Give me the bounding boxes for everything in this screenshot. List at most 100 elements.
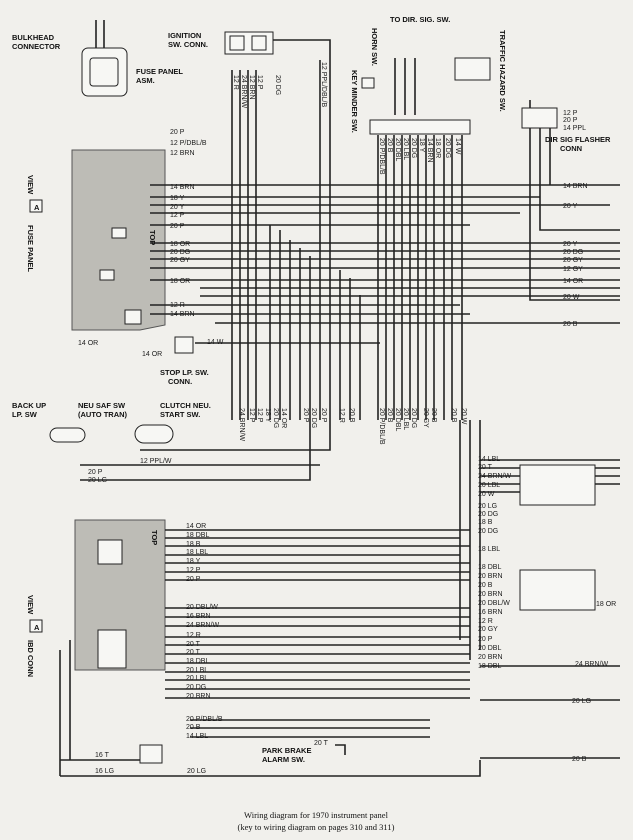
wire-label: 12 GY <box>563 266 583 273</box>
wire-label: 20 DG <box>170 249 190 256</box>
wire-label: 20 B <box>478 582 493 589</box>
wire-label: 18 B <box>478 519 493 526</box>
wire-label: 20 P <box>563 117 578 124</box>
wire-label: 12 P/DBL/B <box>170 140 207 147</box>
wire-label: 20 LG <box>187 768 206 775</box>
wire-label: 20 BRN <box>186 693 211 700</box>
wire-label: 12 BRN <box>170 150 195 157</box>
wire-harness <box>59 39 620 777</box>
wire-label: 18 OR <box>434 138 441 158</box>
horn-switch-label: HORN SW. <box>370 28 379 66</box>
wire-label: 20 GY <box>563 257 583 264</box>
wire-label: 12 PPL/W <box>140 458 172 465</box>
wire-label: 12 R <box>338 408 345 423</box>
wire-label: 12 P <box>186 567 201 574</box>
wire-label: 20 P <box>320 408 327 423</box>
view-a-badge-ibd: A <box>29 619 43 633</box>
wire-label: 20 LG <box>88 477 107 484</box>
wire-label: 12 R <box>186 632 201 639</box>
traffic-hazard-label: TRAFFIC HAZARD SW. <box>498 30 507 112</box>
wire-label: 12 R <box>232 75 239 90</box>
wire-label: 12 P <box>248 408 255 423</box>
wire-label: 20 T <box>186 649 201 656</box>
wire-label: 20 LBL <box>402 408 409 430</box>
fuse-panel-view-label: FUSE PANEL <box>26 225 35 272</box>
wire-label: 14 W <box>454 138 461 155</box>
wire-label: 18 DBL <box>186 658 209 665</box>
wire-label: 20 LBL <box>402 138 409 160</box>
wire-label: 18 DBL <box>186 532 209 539</box>
view-a-badge-fuse: A <box>29 199 43 213</box>
wire-label: 20 T <box>186 641 201 648</box>
wire-label: 18 B <box>186 541 201 548</box>
traffic-hazard-switch-symbol <box>394 57 491 115</box>
wire-label: 12 P <box>256 75 263 90</box>
wire-label: 12 P <box>170 212 185 219</box>
caption-line-2: (key to wiring diagram on pages 310 and … <box>238 822 395 832</box>
wire-label: 14 OR <box>280 408 287 428</box>
svg-text:A: A <box>34 203 40 212</box>
wire-label: 20 P <box>302 408 309 423</box>
wire-label: 20 LG <box>572 698 591 705</box>
wire-label: 20 P <box>478 636 493 643</box>
wire-label: 20 DBL/W <box>186 604 218 611</box>
dir-sig-wire-labels: 12 P20 P14 PPL <box>563 110 586 132</box>
wire-label: 14 OR <box>563 278 583 285</box>
wire-label: 20 P <box>88 469 103 476</box>
wire-label: 18 OR <box>170 278 190 285</box>
wire-label: 14 BRN <box>426 138 433 163</box>
wire-label: 20 DG <box>310 408 317 428</box>
wire-label: 20 GY <box>478 626 498 633</box>
wire-label: 12 R <box>478 618 493 625</box>
wire-label: 14 PPL <box>563 125 586 132</box>
top-label-ibd: TOP <box>150 530 159 545</box>
wire-label: 20 BRN <box>478 573 503 580</box>
stop-lamp-switch-symbol <box>174 336 194 354</box>
wire-label: 16 BRN <box>186 613 211 620</box>
wire-label: 20 B <box>386 408 393 423</box>
wire-label: 20 DBL <box>478 645 501 652</box>
wire-label: 20 BRN <box>478 591 503 598</box>
wire-label: 20 LBL <box>186 675 208 682</box>
wire-label: 20 DG <box>410 138 417 158</box>
wire-label: 24 BRN/W <box>186 622 219 629</box>
wire-label: 20 LBL <box>478 482 500 489</box>
view-label-ibd: VIEW <box>26 595 35 615</box>
wire-label: 20 DG <box>410 408 417 428</box>
wire-label: 20 Y <box>563 203 578 210</box>
wire-label: 14 OR <box>186 523 206 530</box>
wire-label: 20 B <box>450 408 457 423</box>
dir-sig-flasher-connector-symbol <box>521 107 558 129</box>
wire-label: 20 B <box>186 724 201 731</box>
wire-label: 24 BRN/W <box>575 661 608 668</box>
key-minder-connector-symbol <box>361 77 471 135</box>
wire-label: 20 B <box>348 408 355 423</box>
wire-label: 18 Y <box>418 138 425 153</box>
wire-label: 20 B <box>572 756 587 763</box>
wire-label: 12 P <box>563 110 578 117</box>
fuse-panel-body <box>71 149 166 331</box>
wire-label: 20 B <box>430 408 437 423</box>
wire-label: 20 P/DBL/B <box>186 716 223 723</box>
to-dir-sig-label: TO DIR. SIG. SW. <box>390 15 450 24</box>
wire-label: 24 BRN/W <box>240 75 247 108</box>
bulkhead-connector-symbol <box>81 20 128 97</box>
wire-label: 20 DBL <box>394 408 401 431</box>
wire-label: 16 BRN <box>478 609 503 616</box>
view-label-fuse: VIEW <box>26 175 35 195</box>
